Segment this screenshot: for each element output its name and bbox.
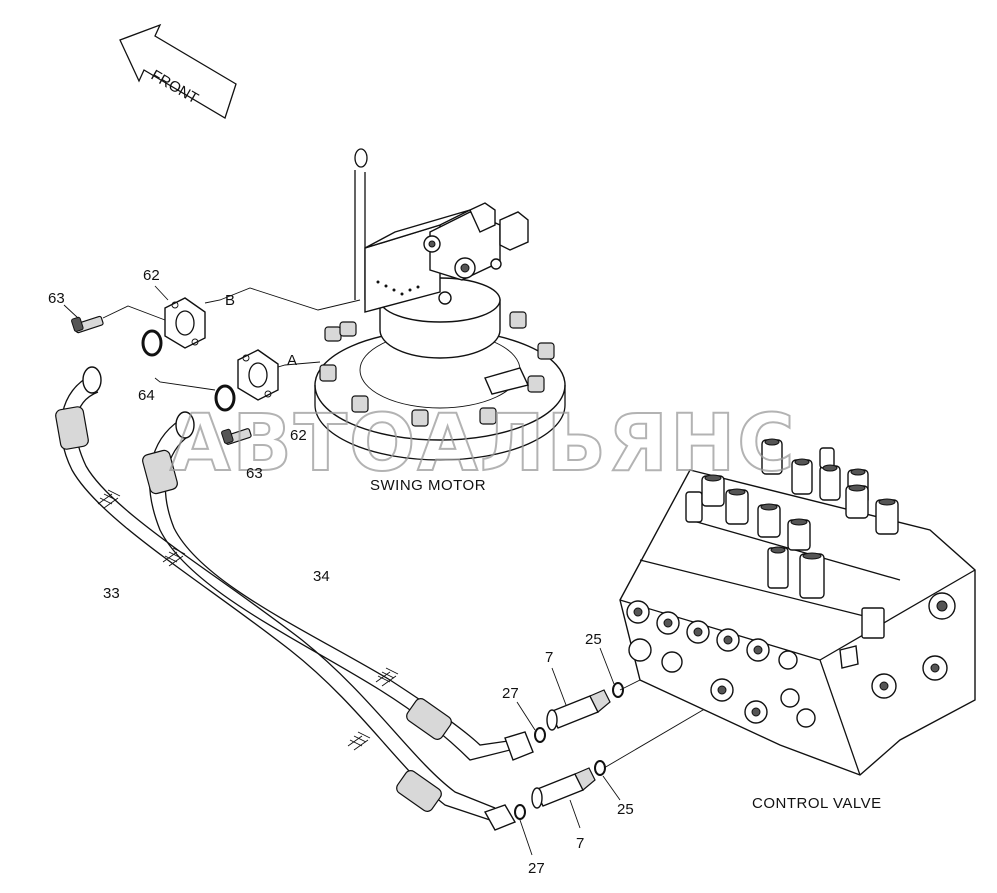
oring-bottom	[214, 384, 236, 412]
swing-motor-caption: SWING MOTOR	[370, 477, 486, 494]
part-number-62-bottom: 62	[290, 427, 307, 444]
flange-bottom	[237, 349, 279, 401]
adapter-top	[546, 689, 611, 731]
oring-25-top	[612, 682, 624, 698]
control-valve-caption: CONTROL VALVE	[752, 795, 882, 812]
part-number-63-bottom: 63	[246, 465, 263, 482]
port-a-label: A	[287, 352, 297, 369]
part-number-62-top: 62	[143, 267, 160, 284]
front-arrow-label: FRONT	[148, 67, 201, 108]
front-arrow: FRONT	[119, 23, 237, 119]
part-number-64: 64	[138, 387, 155, 404]
bolt-bottom	[221, 428, 252, 445]
flange-top	[164, 297, 206, 349]
part-number-7-bottom: 7	[576, 835, 584, 852]
swing-motor	[314, 148, 566, 461]
part-number-33: 33	[103, 585, 120, 602]
flange-leaders	[63, 285, 216, 391]
oring-top	[141, 329, 163, 357]
part-number-7-top: 7	[545, 649, 553, 666]
hose-33	[55, 366, 517, 831]
watermark: АВТОАЛЬЯНС	[170, 399, 797, 489]
hose-34	[142, 411, 534, 761]
adapter-bottom	[531, 767, 596, 809]
part-number-27-bottom: 27	[528, 860, 545, 877]
part-number-63-top: 63	[48, 290, 65, 307]
bolt-top	[71, 315, 104, 334]
oring-27-top	[534, 727, 546, 743]
part-number-27-top: 27	[502, 685, 519, 702]
part-number-25-top: 25	[585, 631, 602, 648]
control-valve	[619, 438, 976, 776]
part-number-25-bottom: 25	[617, 801, 634, 818]
hose-braid	[97, 489, 399, 751]
part-number-34: 34	[313, 568, 330, 585]
oring-27-bottom	[514, 804, 526, 820]
oring-25-bottom	[594, 760, 606, 776]
port-b-label: B	[225, 292, 235, 309]
